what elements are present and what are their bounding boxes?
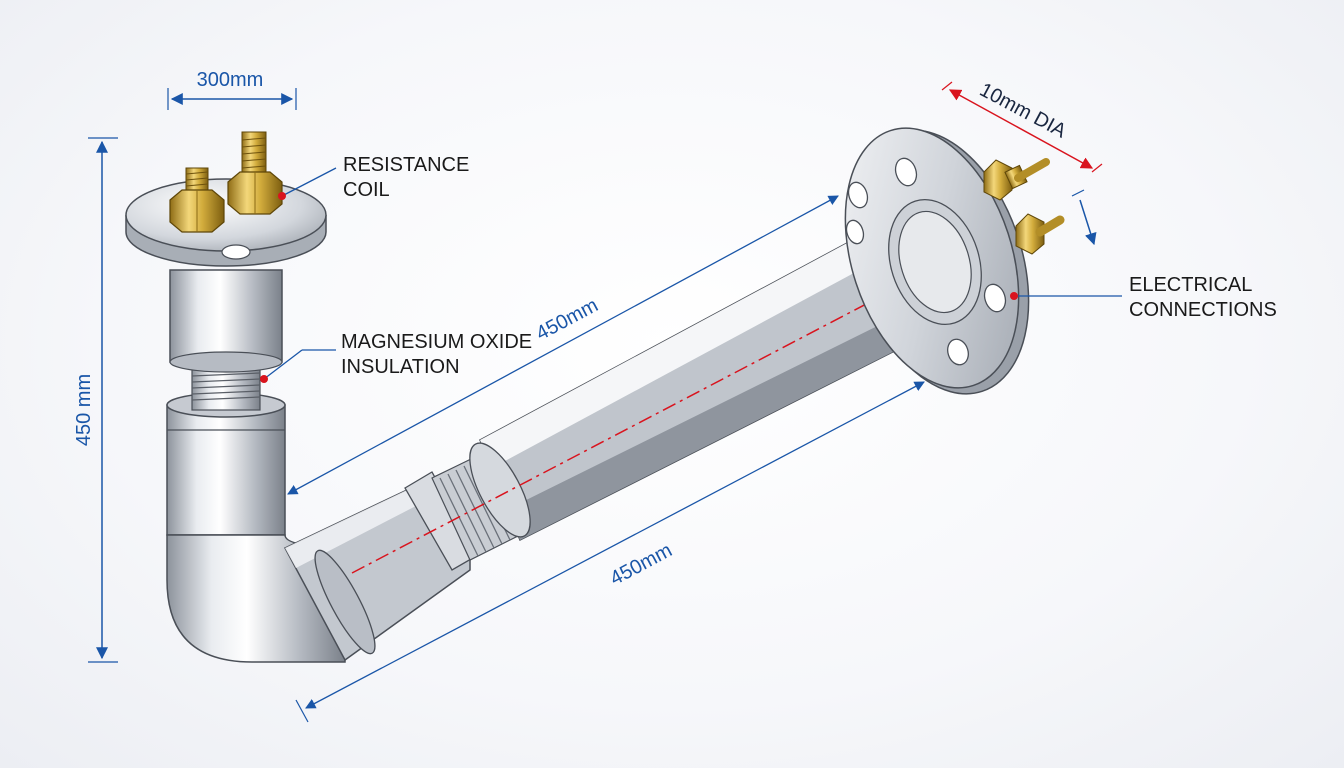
electrical-connections-line1: ELECTRICAL	[1129, 274, 1252, 296]
dimension-vertical-height: 450 mm	[73, 137, 118, 663]
mounting-flange	[844, 127, 1065, 395]
flange-terminal-upper	[983, 158, 1050, 201]
flange-terminal-lower	[1015, 213, 1065, 255]
diameter-label: 10mm DIA	[976, 79, 1070, 143]
dimension-top-width: 300mm	[167, 69, 297, 110]
magnesium-oxide-line1: MAGNESIUM OXIDE	[341, 331, 532, 353]
resistance-coil-line1: RESISTANCE	[343, 154, 469, 176]
vertical-height-label: 450 mm	[73, 374, 95, 446]
terminal-post-right	[227, 131, 283, 215]
magnesium-oxide-line2: INSULATION	[341, 356, 460, 378]
callout-electrical-connections: ELECTRICAL CONNECTIONS	[1010, 274, 1277, 321]
vertical-assembly	[125, 131, 327, 536]
upper-diagonal-label: 450mm	[533, 294, 602, 345]
top-width-label: 300mm	[197, 69, 264, 91]
terminal-post-left	[169, 167, 225, 233]
callout-magnesium-oxide: MAGNESIUM OXIDE INSULATION	[260, 331, 532, 383]
resistance-coil-line2: COIL	[343, 179, 390, 201]
callout-resistance-coil: RESISTANCE COIL	[278, 154, 469, 201]
lower-diagonal-label: 450mm	[607, 539, 676, 590]
electrical-connections-line2: CONNECTIONS	[1129, 299, 1277, 321]
